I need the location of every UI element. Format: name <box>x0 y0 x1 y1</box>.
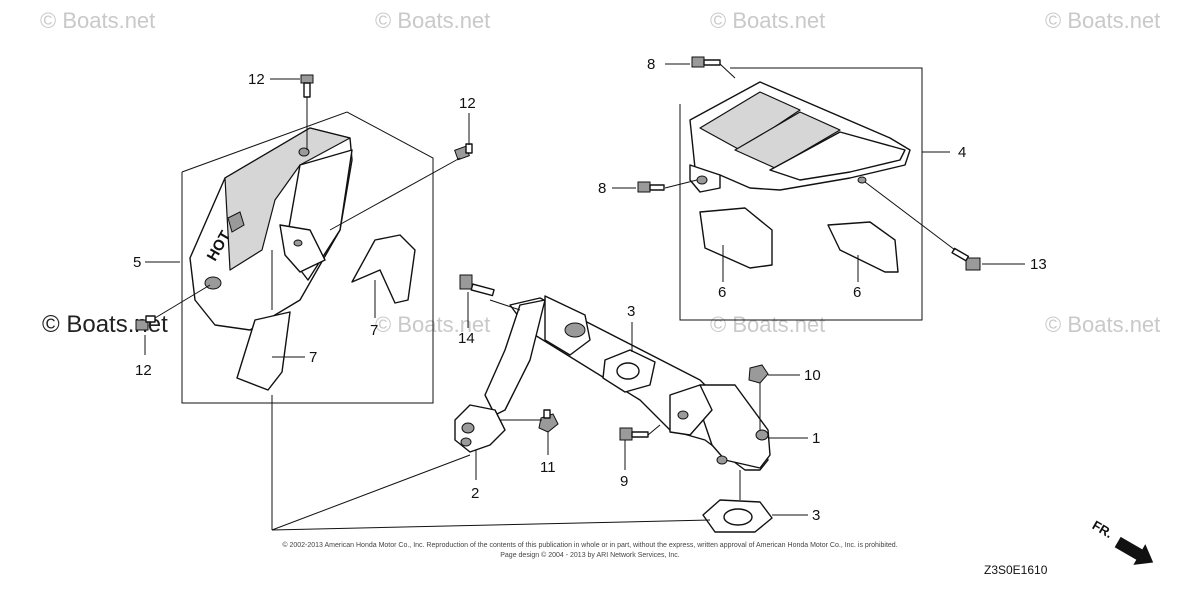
watermark: © Boats.net <box>375 8 490 33</box>
cover-part-4 <box>689 81 911 193</box>
group-box-left <box>181 111 434 404</box>
watermark-prominent: © Boats.net <box>42 311 168 338</box>
watermark: © Boats.net <box>1045 8 1160 33</box>
watermark: © Boats.net <box>710 8 825 33</box>
bolt-part-12-right <box>454 143 473 161</box>
callout-5: 5 <box>133 254 141 271</box>
copyright-line: Page design © 2004 - 2013 by ARI Network… <box>500 551 680 559</box>
bolt-part-12-left <box>135 315 156 331</box>
callout-9: 9 <box>620 473 628 490</box>
callout-14: 14 <box>458 330 475 347</box>
callout-13: 13 <box>1030 256 1047 273</box>
gasket-part-3-upper <box>602 349 656 393</box>
callout-3: 3 <box>812 507 820 524</box>
nut-part-11 <box>538 409 559 433</box>
callout-7: 7 <box>370 322 378 339</box>
plate-part-6-left <box>699 207 773 269</box>
front-arrow-icon: FR. <box>1090 518 1154 565</box>
plate-part-6-right <box>827 221 899 273</box>
callout-6: 6 <box>718 284 726 301</box>
gasket-part-3-lower <box>702 499 773 533</box>
watermark: © Boats.net <box>40 8 155 33</box>
callout-6: 6 <box>853 284 861 301</box>
protector-part-5: HOT <box>189 127 353 331</box>
front-label: FR. <box>1090 518 1116 541</box>
bracket-part-2 <box>454 299 546 453</box>
callout-7: 7 <box>309 349 317 366</box>
copyright-line: © 2002-2013 American Honda Motor Co., In… <box>282 541 897 549</box>
callout-12: 12 <box>135 362 152 379</box>
leader-lines <box>144 63 1025 531</box>
bolt-part-13 <box>951 247 981 271</box>
nut-part-10 <box>748 364 769 384</box>
callout-8: 8 <box>647 56 655 73</box>
callout-2: 2 <box>471 485 479 502</box>
watermark: © Boats.net <box>1045 312 1160 337</box>
callout-8: 8 <box>598 180 606 197</box>
plate-part-7-right <box>351 234 416 304</box>
diagram-code: Z3S0E1610 <box>984 563 1048 577</box>
callout-1: 1 <box>812 430 820 447</box>
callout-4: 4 <box>958 144 966 161</box>
callout-3: 3 <box>627 303 635 320</box>
callout-12: 12 <box>459 95 476 112</box>
callout-11: 11 <box>540 459 556 476</box>
bolt-part-8-mid <box>637 181 665 193</box>
bolt-part-8-top <box>691 56 721 68</box>
plate-part-7-left <box>236 311 291 391</box>
bolt-part-9 <box>619 427 649 441</box>
bolt-part-12-top <box>300 74 314 98</box>
callout-12: 12 <box>248 71 265 88</box>
callouts: 12 12 12 5 7 7 8 8 4 6 6 13 14 3 10 1 11… <box>133 56 1047 524</box>
group-box-right <box>679 67 923 321</box>
watermark: © Boats.net <box>710 312 825 337</box>
bolt-part-14 <box>459 274 495 297</box>
callout-10: 10 <box>804 367 821 384</box>
